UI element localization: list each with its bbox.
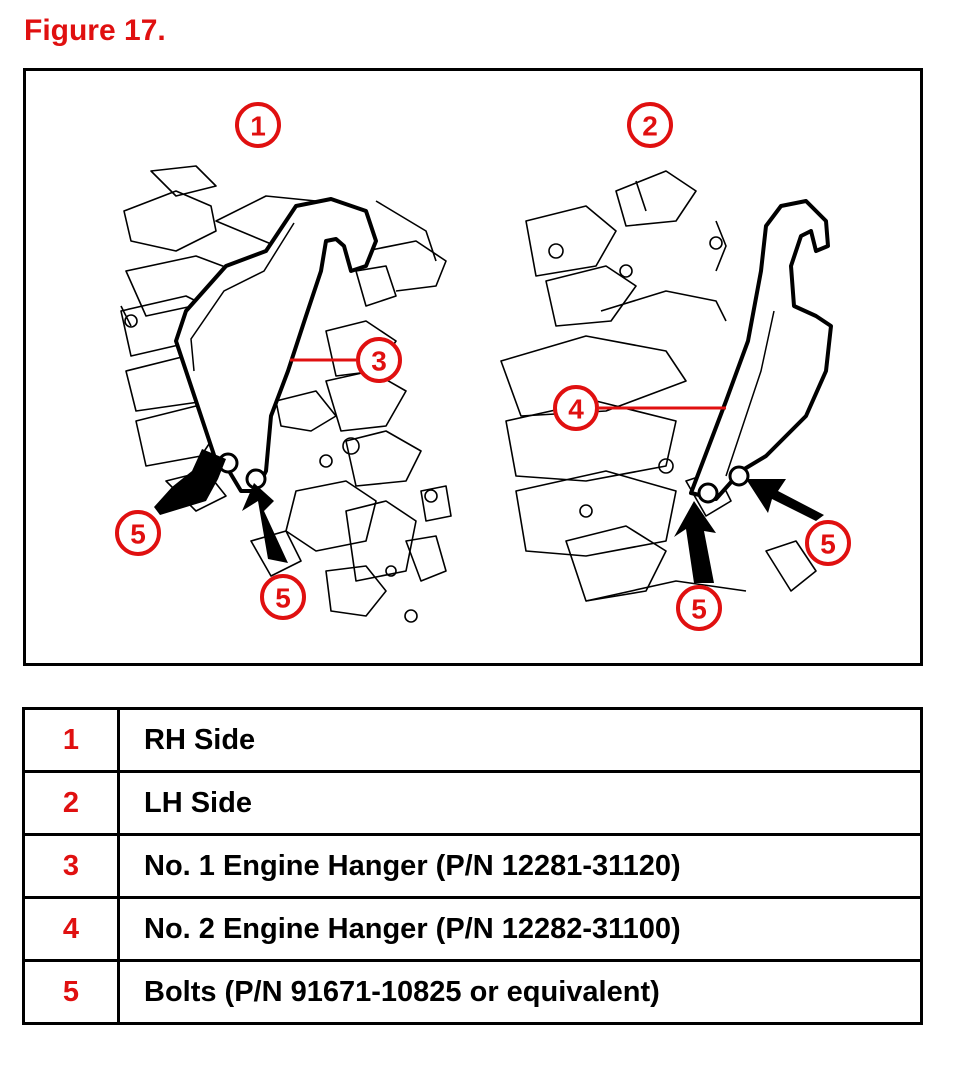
svg-text:1: 1 xyxy=(250,111,266,142)
lh-engine-sketch xyxy=(500,170,817,602)
callout-view-1: 1 xyxy=(235,102,281,148)
arrow-icon xyxy=(674,501,716,583)
callout-bolt-right-b: 5 xyxy=(805,520,851,566)
legend-description: No. 2 Engine Hanger (P/N 12282-31100) xyxy=(117,896,923,962)
callout-bolt-right-a: 5 xyxy=(676,585,722,631)
legend-number: 2 xyxy=(22,770,120,836)
figure-title: Figure 17. xyxy=(24,14,166,47)
callout-view-2: 2 xyxy=(627,102,673,148)
arrow-icon xyxy=(242,483,288,563)
legend-description: No. 1 Engine Hanger (P/N 12281-31120) xyxy=(117,833,923,899)
table-row: 2 LH Side xyxy=(22,770,923,836)
legend-number: 5 xyxy=(22,959,120,1025)
callout-hanger-no2: 4 xyxy=(553,385,599,431)
svg-text:4: 4 xyxy=(568,394,584,425)
table-row: 1 RH Side xyxy=(22,707,923,773)
legend-description: LH Side xyxy=(117,770,923,836)
table-row: 5 Bolts (P/N 91671-10825 or equivalent) xyxy=(22,959,923,1025)
table-row: 3 No. 1 Engine Hanger (P/N 12281-31120) xyxy=(22,833,923,899)
svg-text:5: 5 xyxy=(691,594,707,625)
callout-hanger-no1: 3 xyxy=(356,337,402,383)
callout-bolt-left-b: 5 xyxy=(260,574,306,620)
arrow-icon xyxy=(746,479,824,521)
bolt-icon xyxy=(697,482,719,504)
arrow-icon xyxy=(154,449,226,515)
callout-bolt-left-a: 5 xyxy=(115,510,161,556)
svg-text:5: 5 xyxy=(275,583,291,614)
legend-description: Bolts (P/N 91671-10825 or equivalent) xyxy=(117,959,923,1025)
svg-text:3: 3 xyxy=(371,346,387,377)
legend-table: 1 RH Side 2 LH Side 3 No. 1 Engine Hange… xyxy=(22,707,923,1025)
legend-number: 3 xyxy=(22,833,120,899)
engine-hanger-no2 xyxy=(689,199,833,501)
svg-text:5: 5 xyxy=(820,529,836,560)
svg-text:2: 2 xyxy=(642,111,658,142)
svg-text:5: 5 xyxy=(130,519,146,550)
legend-number: 4 xyxy=(22,896,120,962)
diagram-panel: 1 2 3 4 5 5 5 5 xyxy=(23,68,923,666)
legend-number: 1 xyxy=(22,707,120,773)
bolt-icon xyxy=(728,465,750,487)
table-row: 4 No. 2 Engine Hanger (P/N 12282-31100) xyxy=(22,896,923,962)
engine-hanger-illustration: 1 2 3 4 5 5 5 5 xyxy=(115,102,851,631)
legend-description: RH Side xyxy=(117,707,923,773)
